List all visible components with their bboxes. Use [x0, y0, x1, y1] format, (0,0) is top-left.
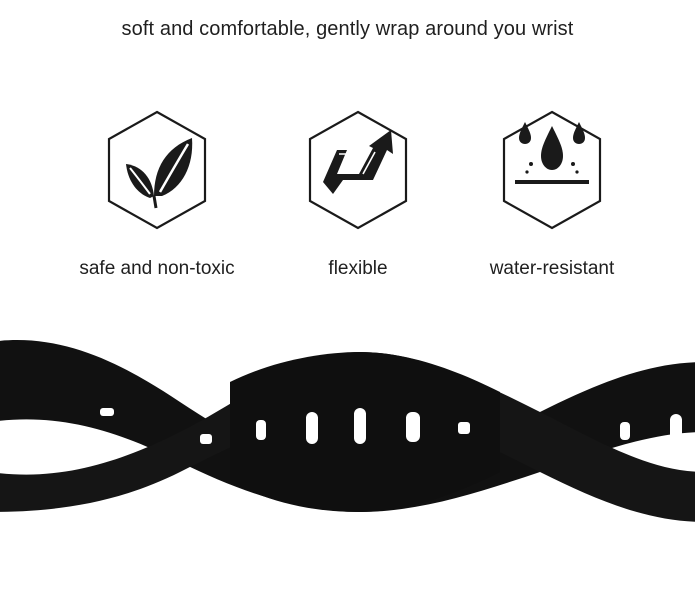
band-hole [406, 412, 420, 442]
feature-label: water-resistant [489, 258, 615, 279]
feature-flexible: flexible [258, 108, 458, 288]
band-hole [200, 434, 212, 444]
feature-label: flexible [328, 258, 388, 279]
band-hole [306, 412, 318, 444]
feature-label: safe and non-toxic [79, 258, 235, 279]
band-holes [100, 408, 682, 444]
band-hole [100, 408, 114, 416]
band-hole [256, 420, 266, 440]
twisted-watch-band-image [0, 340, 695, 522]
band-hole [670, 414, 682, 444]
flexible-arrow-icon [308, 110, 408, 230]
water-drops-icon [502, 110, 602, 230]
band-hole [620, 422, 630, 440]
feature-water-resistant: water-resistant [452, 108, 652, 288]
leaf-icon [107, 110, 207, 230]
band-strand-upper [0, 340, 695, 512]
band-hole [458, 422, 470, 434]
feature-safe-non-toxic: safe and non-toxic [57, 108, 257, 288]
band-hole [354, 408, 366, 444]
headline-text: soft and comfortable, gently wrap around… [121, 18, 574, 40]
